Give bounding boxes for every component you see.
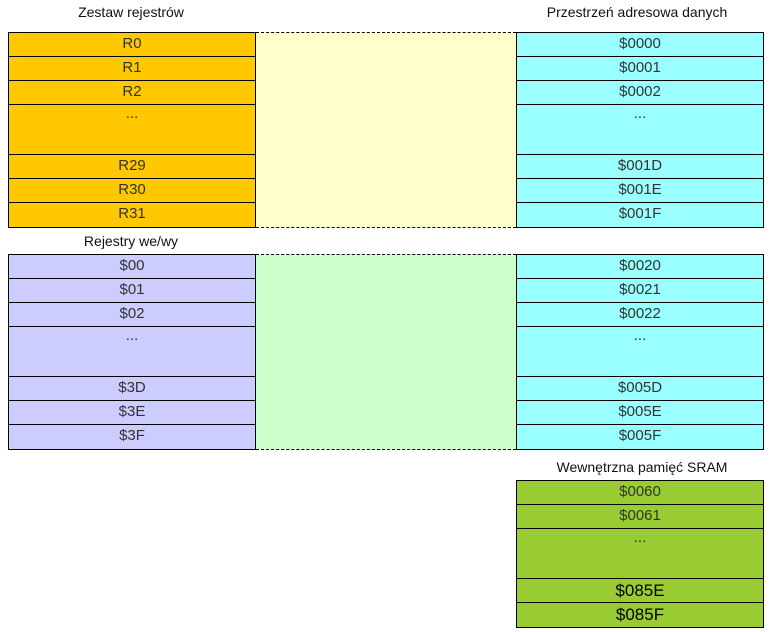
- address-0002: $0002: [517, 81, 763, 105]
- address-lower-ellipsis: ...: [517, 327, 763, 377]
- address-0021: $0021: [517, 279, 763, 303]
- sram-0061: $0061: [517, 505, 763, 529]
- register-r29: R29: [9, 155, 255, 179]
- sram-0060: $0060: [517, 481, 763, 505]
- io-register-01: $01: [9, 279, 255, 303]
- io-register-00: $00: [9, 255, 255, 279]
- io-register-02: $02: [9, 303, 255, 327]
- address-001E: $001E: [517, 179, 763, 203]
- sram-ellipsis: ...: [517, 529, 763, 579]
- register-r0: R0: [9, 33, 255, 57]
- address-005D: $005D: [517, 377, 763, 401]
- io-registers-heading: Rejestry we/wy: [83, 233, 179, 249]
- address-001D: $001D: [517, 155, 763, 179]
- sram-085E: $085E: [517, 579, 763, 603]
- sram-085F: $085F: [615, 605, 665, 624]
- register-r31: R31: [118, 205, 146, 222]
- internal-sram-heading: Wewnętrzna pamięć SRAM: [556, 459, 728, 475]
- io-register-3F: $3F: [119, 427, 145, 444]
- register-r2: R2: [9, 81, 255, 105]
- data-space-upper-block: $0000 $0001 $0002 ... $001D $001E $001F: [516, 32, 764, 228]
- sram-block: $0060 $0061 ... $085E $085F: [516, 480, 764, 628]
- register-ellipsis: ...: [9, 105, 255, 155]
- register-file-block: R0 R1 R2 ... R29 R30 R31: [8, 32, 256, 228]
- register-r1: R1: [9, 57, 255, 81]
- io-register-3D: $3D: [9, 377, 255, 401]
- register-r30: R30: [9, 179, 255, 203]
- address-0000: $0000: [517, 33, 763, 57]
- address-005E: $005E: [517, 401, 763, 425]
- data-space-lower-block: $0020 $0021 $0022 ... $005D $005E $005F: [516, 254, 764, 450]
- register-mapping-band: [256, 32, 516, 228]
- data-address-space-heading: Przestrzeń adresowa danych: [546, 4, 728, 20]
- address-0022: $0022: [517, 303, 763, 327]
- address-0020: $0020: [517, 255, 763, 279]
- register-file-heading: Zestaw rejestrów: [78, 4, 184, 20]
- io-registers-block: $00 $01 $02 ... $3D $3E $3F: [8, 254, 256, 450]
- address-0001: $0001: [517, 57, 763, 81]
- address-001F: $001F: [618, 205, 662, 222]
- address-005F: $005F: [618, 427, 662, 444]
- io-register-ellipsis: ...: [9, 327, 255, 377]
- address-upper-ellipsis: ...: [517, 105, 763, 155]
- io-mapping-band: [256, 254, 516, 450]
- io-register-3E: $3E: [9, 401, 255, 425]
